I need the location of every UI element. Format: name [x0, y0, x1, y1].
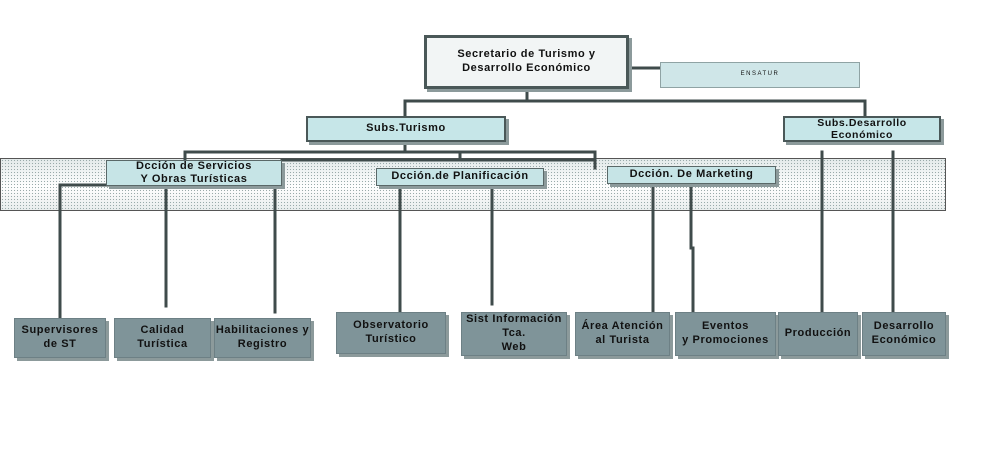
leaf-supervisores: Supervisores de ST [14, 318, 106, 358]
leaf-observatorio: Observatorio Turístico [336, 312, 446, 354]
secretario-box: Secretario de Turismo y Desarrollo Econó… [424, 35, 629, 89]
leaf-calidad: Calidad Turística [114, 318, 211, 358]
leaf-eventos: Eventos y Promociones [675, 312, 776, 356]
leaf-sist-informacion: Sist Información Tca. Web [461, 312, 567, 356]
dccion-servicios-box: Dcción de Servicios Y Obras Turísticas [106, 160, 282, 186]
subs-desarrollo-box: Subs.Desarrollo Económico [783, 116, 941, 142]
leaf-area-atencion: Área Atención al Turista [575, 312, 670, 356]
leaf-habilitaciones: Habilitaciones y Registro [214, 318, 311, 358]
leaf-desarrollo-economico: Desarrollo Económico [862, 312, 946, 356]
dccion-planificacion-box: Dcción.de Planificación [376, 168, 544, 186]
leaf-produccion: Producción [778, 312, 858, 356]
dccion-marketing-box: Dcción. De Marketing [607, 166, 776, 184]
subs-turismo-box: Subs.Turismo [306, 116, 506, 142]
ensatur-box: ENSATUR [660, 62, 860, 88]
